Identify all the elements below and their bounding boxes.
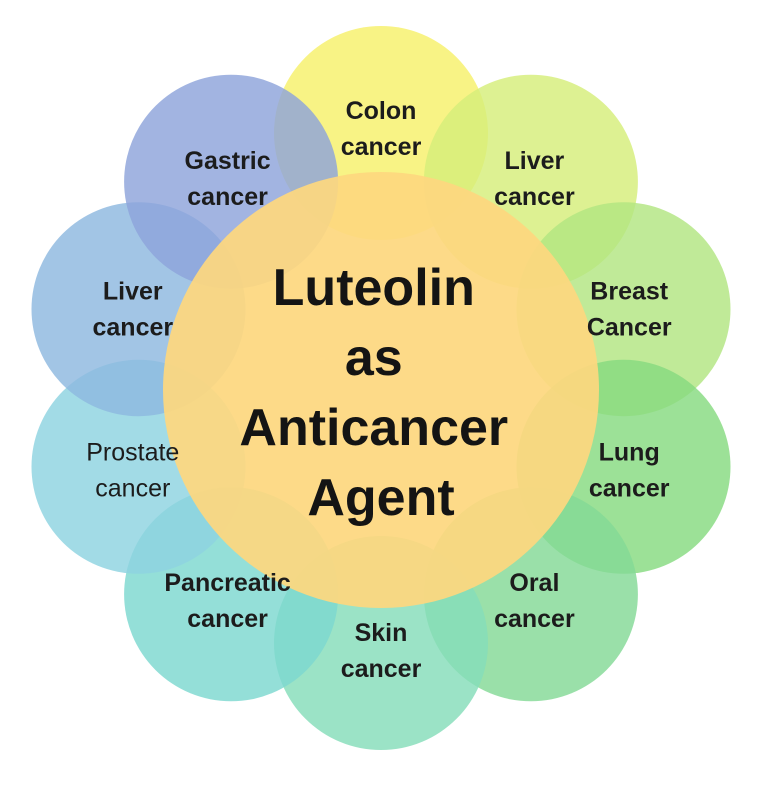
petal-label-pancreatic-line-2: cancer bbox=[187, 605, 268, 633]
petal-label-skin: Skin cancer bbox=[341, 619, 422, 683]
petal-label-lung: Lung cancer bbox=[589, 439, 670, 503]
petal-label-gastric-line-1: Gastric bbox=[185, 147, 271, 175]
center-line-1: Luteolin bbox=[273, 259, 475, 317]
petal-label-pancreatic: Pancreatic cancer bbox=[164, 569, 291, 633]
center-line-3: Anticancer bbox=[239, 399, 508, 457]
petal-label-liver-right-line-1: Liver bbox=[505, 147, 565, 175]
petal-label-breast-line-1: Breast bbox=[590, 277, 668, 305]
center-line-2: as bbox=[345, 329, 403, 387]
petal-label-liver-right: Liver cancer bbox=[494, 147, 575, 211]
center-line-4: Agent bbox=[307, 469, 454, 527]
petal-label-lung-line-2: cancer bbox=[589, 475, 670, 503]
petal-label-gastric: Gastric cancer bbox=[185, 147, 271, 211]
petal-label-colon: Colon cancer bbox=[341, 97, 422, 161]
petal-label-liver-left: Liver cancer bbox=[92, 277, 173, 341]
petal-label-prostate-line-2: cancer bbox=[95, 475, 170, 503]
petal-label-oral: Oral cancer bbox=[494, 569, 575, 633]
petal-label-oral-line-1: Oral bbox=[509, 569, 559, 597]
petal-label-skin-line-1: Skin bbox=[355, 619, 408, 647]
petal-label-liver-right-line-2: cancer bbox=[494, 183, 575, 211]
petal-label-breast-line-2: Cancer bbox=[587, 313, 672, 341]
center-title: Luteolin as Anticancer Agent bbox=[239, 259, 522, 527]
petal-label-liver-left-line-1: Liver bbox=[103, 277, 163, 305]
petal-label-gastric-line-2: cancer bbox=[187, 183, 268, 211]
petal-label-prostate-line-1: Prostate bbox=[86, 439, 179, 467]
petal-label-oral-line-2: cancer bbox=[494, 605, 575, 633]
center-group: Luteolin as Anticancer Agent bbox=[163, 172, 599, 608]
petal-label-colon-line-1: Colon bbox=[346, 97, 417, 125]
petal-label-pancreatic-line-1: Pancreatic bbox=[164, 569, 291, 597]
petal-label-colon-line-2: cancer bbox=[341, 133, 422, 161]
petal-label-lung-line-1: Lung bbox=[599, 439, 660, 467]
petal-label-skin-line-2: cancer bbox=[341, 655, 422, 683]
petal-label-liver-left-line-2: cancer bbox=[92, 313, 173, 341]
petal-label-prostate: Prostate cancer bbox=[86, 439, 179, 503]
center-circle bbox=[163, 172, 599, 608]
